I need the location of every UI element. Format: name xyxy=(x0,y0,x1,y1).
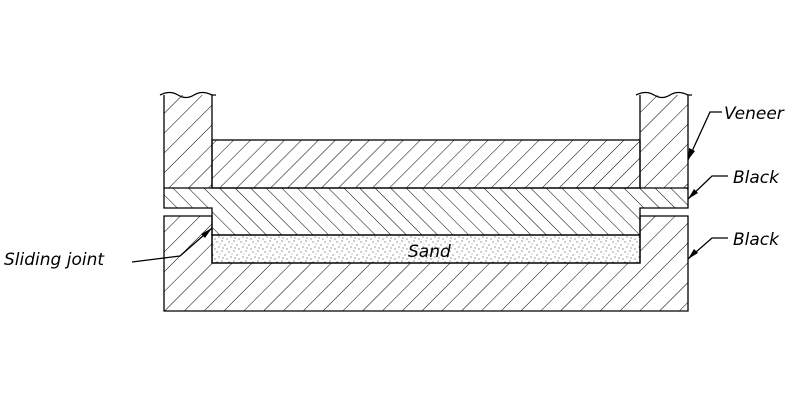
black-bottom-label: Black xyxy=(733,230,780,250)
veneer-leader xyxy=(687,111,722,161)
sliding-joint-label: Sliding joint xyxy=(4,250,105,270)
right-wall xyxy=(640,95,688,188)
black-bottom-leader xyxy=(687,237,728,260)
black-bottom-arrowhead xyxy=(688,249,698,259)
right-wall-break-line xyxy=(635,91,692,99)
black-top-label: Black xyxy=(733,168,780,188)
middle-layer xyxy=(163,187,689,236)
left-wall xyxy=(164,95,212,188)
right-wall-outline xyxy=(639,95,689,188)
sliding-joint-arrowhead xyxy=(201,228,212,238)
sand-layer xyxy=(211,234,641,264)
veneer-label: Veneer xyxy=(724,104,785,124)
black-top-leader xyxy=(687,175,728,200)
veneer-arrowhead xyxy=(688,148,695,160)
sand-label: Sand xyxy=(408,242,451,262)
black-top-arrowhead xyxy=(688,189,698,199)
veneer-slab xyxy=(211,139,641,189)
sliding-joint-leader xyxy=(131,227,213,263)
left-wall-break-line xyxy=(159,91,216,99)
left-wall-outline xyxy=(163,95,213,188)
